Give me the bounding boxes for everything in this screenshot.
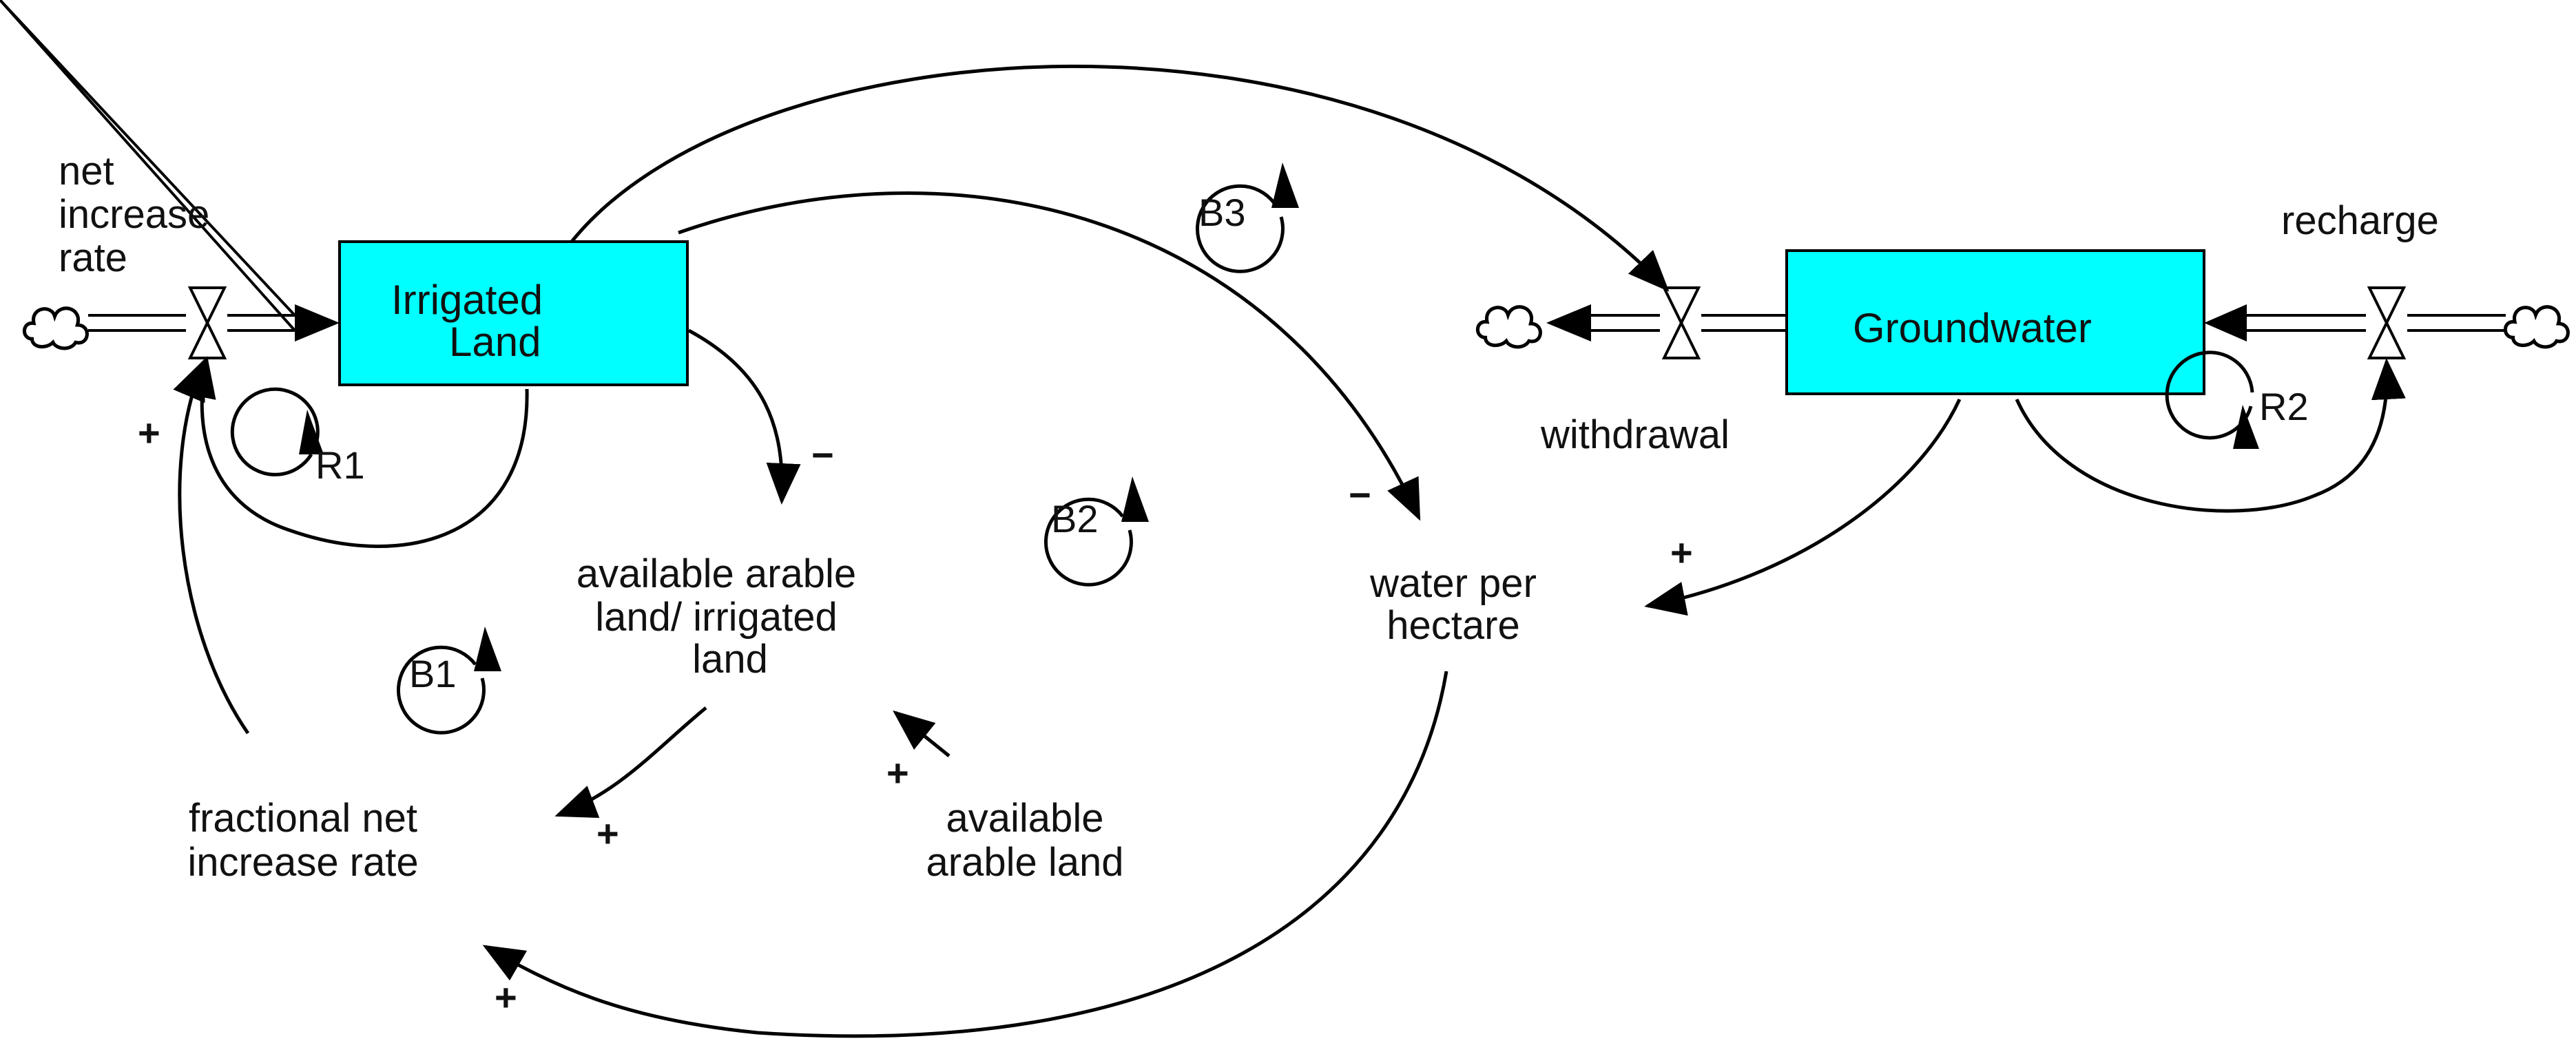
link-irrigated-to-net-increase-r1 [182,356,529,548]
svg-text:R2: R2 [2259,385,2309,428]
loop-b1-marker: B1 [397,627,501,735]
sink-cloud-withdrawal-icon [1477,307,1540,347]
net-increase-arrowhead [295,304,340,341]
available-arable-land-label-1: available [946,796,1104,841]
sign-water-per-hectare-right: + [1670,531,1693,574]
sign-water-per-hectare-upper: − [1349,473,1371,516]
groundwater-stock [1785,249,2205,395]
link-groundwater-to-water-per-hectare [1644,398,1962,616]
net-increase-valve-icon [187,286,227,359]
recharge-arrowhead [2204,304,2247,341]
irrigated-land-stock [338,240,689,386]
irrigated-land-label-2: Land [449,319,541,365]
fractional-net-increase-rate-label-2: increase rate [187,840,418,885]
available-ratio-label-3: land [692,637,768,682]
link-available-land-to-ratio [893,710,951,757]
irrigated-land-label-1: Irrigated [391,277,543,323]
available-arable-land-label-2: arable land [926,840,1124,885]
available-ratio-label-1: available arable [577,551,856,596]
loop-r1-marker: R1 [230,387,365,487]
link-groundwater-to-recharge-r2 [2015,358,2406,513]
link-water-per-hectare-to-fractional [482,671,1448,1038]
source-cloud-recharge-icon [2505,307,2568,347]
withdrawal-valve-icon [1661,286,1701,359]
sign-fractional-from-water: + [495,976,517,1019]
recharge-valve-icon [2367,286,2407,359]
fractional-net-increase-rate-label-1: fractional net [189,796,417,841]
link-available-ratio-to-fractional [554,706,707,818]
available-ratio-label-2: land/ irrigated [595,595,837,640]
svg-text:B3: B3 [1198,191,1246,234]
sign-net-increase: + [138,411,160,454]
svg-text:B2: B2 [1051,497,1099,540]
water-per-hectare-label-1: water per [1369,561,1537,606]
link-irrigated-to-water-per-hectare [678,191,1421,521]
source-cloud-left-icon [24,308,87,348]
sign-available-ratio: − [811,433,834,476]
sign-ratio-from-land: + [886,751,909,795]
net-increase-rate-label-2: increase [59,192,209,237]
net-increase-rate-label-1: net [59,149,114,193]
svg-text:R1: R1 [315,443,365,487]
net-increase-pipe-bottom [0,0,296,332]
link-fractional-to-net-increase [173,358,250,735]
loop-b2-marker: B2 [1044,476,1149,587]
loop-b3-marker: B3 [1196,162,1299,273]
link-irrigated-to-withdrawal [570,64,1670,292]
net-increase-rate-label-3: rate [59,235,127,280]
link-irrigated-to-available-ratio [687,328,801,505]
withdrawal-arrowhead [1546,304,1591,341]
net-increase-pipe-top [0,0,296,317]
recharge-label: recharge [2281,198,2439,243]
water-per-hectare-label-2: hectare [1386,603,1519,648]
groundwater-label: Groundwater [1853,305,2092,351]
svg-text:B1: B1 [409,652,457,695]
sign-fractional-from-ratio: + [596,812,619,855]
withdrawal-label: withdrawal [1540,412,1730,457]
loop-r2-marker: R2 [2165,350,2309,449]
